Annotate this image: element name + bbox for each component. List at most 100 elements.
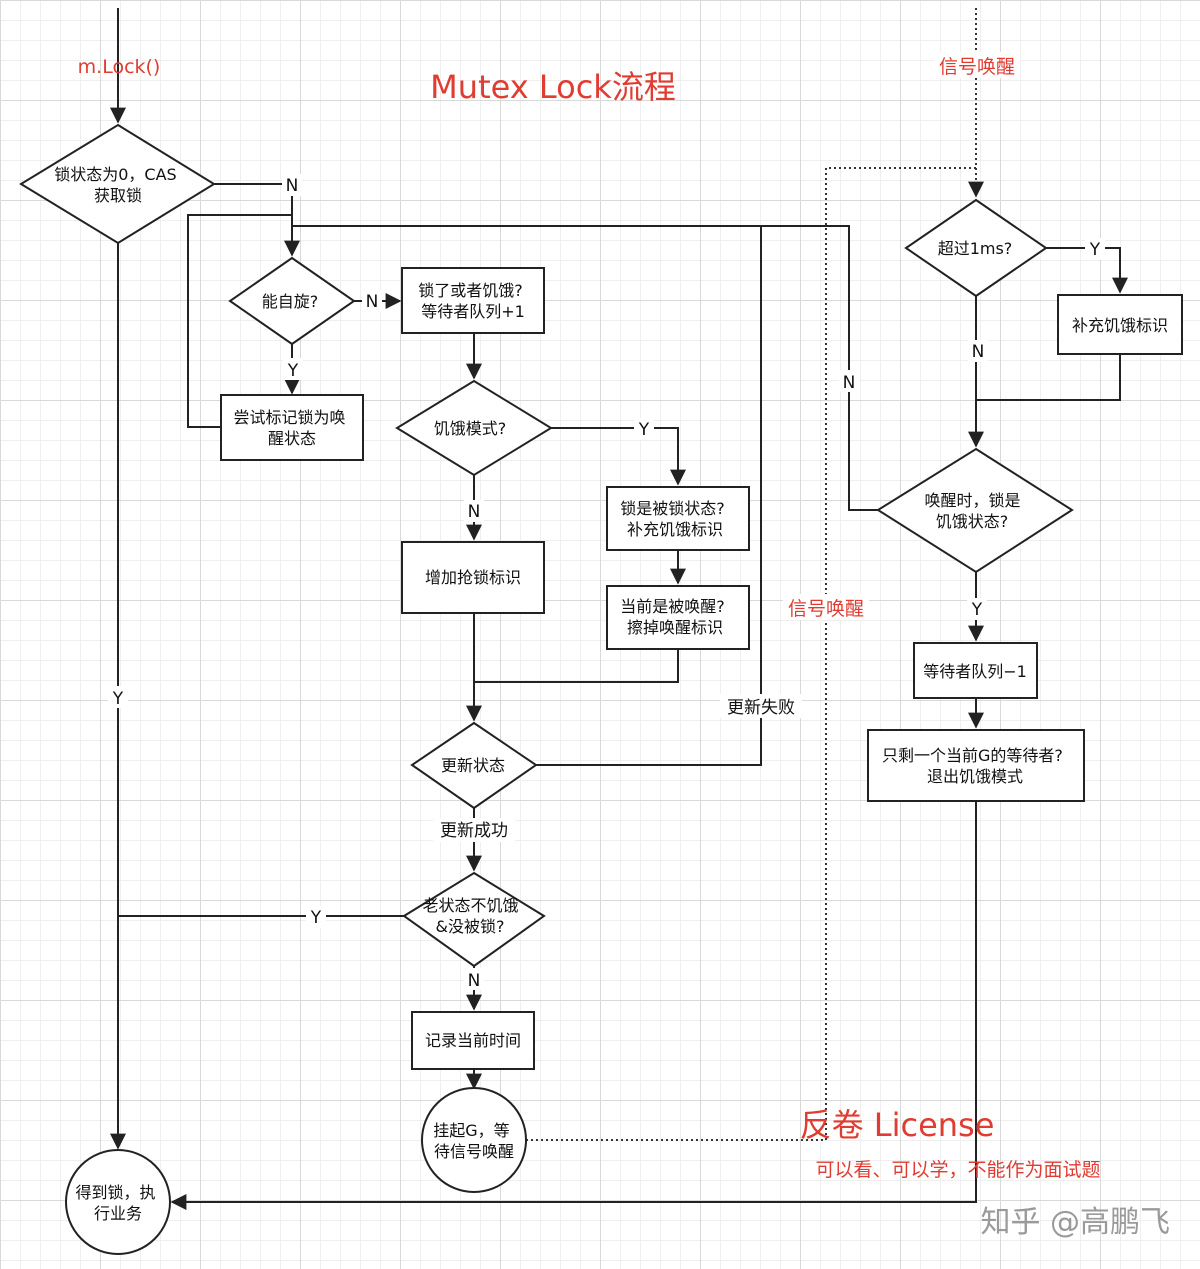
node-try-mark-line1: 尝试标记锁为唤 <box>233 408 345 427</box>
svg-text:只剩一个当前G的等待者? 退出饥饿模式: 只剩一个当前G的等待者? 退出饥饿模式 <box>882 746 1068 786</box>
svg-text:能自旋?: 能自旋? <box>262 292 319 311</box>
entry-label: m.Lock() <box>78 56 161 78</box>
label-cas-yes: Y <box>112 689 124 709</box>
node-record-time-line1: 记录当前时间 <box>425 1031 521 1050</box>
signal-top-label: 信号唤醒 <box>939 56 1015 78</box>
svg-text:锁状态为0，CAS 获取锁: 锁状态为0，CAS 获取锁 <box>54 165 182 205</box>
svg-text:更新状态: 更新状态 <box>441 756 505 775</box>
svg-text:当前是被唤醒? 擦掉唤醒标识: 当前是被唤醒? 擦掉唤醒标识 <box>620 597 730 637</box>
edges <box>110 8 1128 1210</box>
label-spin-no: N <box>366 292 379 312</box>
zhihu-watermark: 知乎 @高鹏飞 <box>980 1205 1170 1240</box>
node-park-line1: 挂起G，等 <box>433 1121 509 1140</box>
svg-text:挂起G，等 待信号唤醒: 挂起G，等 待信号唤醒 <box>433 1121 515 1161</box>
node-woken-starving: 唤醒时，锁是 饥饿状态? <box>876 447 1074 574</box>
label-cas-no: N <box>286 176 299 196</box>
svg-text:补充饥饿标识: 补充饥饿标识 <box>1072 316 1168 335</box>
node-waiters-dec: 等待者队列−1 <box>913 642 1038 699</box>
node-only-one: 只剩一个当前G的等待者? 退出饥饿模式 <box>867 729 1085 802</box>
edge-trymark-loop <box>187 214 292 428</box>
node-is-locked-line1: 锁是被锁状态? <box>620 499 725 518</box>
node-is-woken-line1: 当前是被唤醒? <box>620 597 725 616</box>
svg-text:锁是被锁状态? 补充饥饿标识: 锁是被锁状态? 补充饥饿标识 <box>620 499 730 539</box>
node-add-grab: 增加抢锁标识 <box>401 541 545 614</box>
node-add-starve-flag: 补充饥饿标识 <box>1057 294 1183 355</box>
svg-text:饥饿模式?: 饥饿模式? <box>434 419 507 438</box>
label-oldstate-yes: Y <box>310 908 322 928</box>
svg-text:记录当前时间: 记录当前时间 <box>425 1031 521 1050</box>
label-over-yes: Y <box>1089 240 1101 260</box>
edge-flag-merge <box>976 354 1121 401</box>
label-loop-no: N <box>843 373 856 393</box>
label-starve-no: N <box>468 502 481 522</box>
svg-text:增加抢锁标识: 增加抢锁标识 <box>425 568 521 587</box>
node-record-time: 记录当前时间 <box>411 1011 535 1070</box>
node-park-line2: 待信号唤醒 <box>434 1142 514 1161</box>
node-got-lock-line2: 行业务 <box>94 1204 142 1223</box>
diagram-title: Mutex Lock流程 <box>430 68 676 106</box>
edge-cas-no <box>214 183 300 257</box>
node-update-state-line1: 更新状态 <box>441 756 505 775</box>
label-starve-yes: Y <box>638 420 650 440</box>
node-waiters-dec-line1: 等待者队列−1 <box>923 662 1027 681</box>
edge-loop-top <box>292 225 878 511</box>
node-lock-or-starve: 锁了或者饥饿? 等待者队列+1 <box>401 267 545 334</box>
node-over-1ms: 超过1ms? <box>904 198 1048 298</box>
node-starve-mode-line1: 饥饿模式? <box>434 419 507 438</box>
node-is-woken: 当前是被唤醒? 擦掉唤醒标识 <box>606 585 750 650</box>
node-only-one-line2: 退出饥饿模式 <box>927 767 1023 786</box>
node-park: 挂起G，等 待信号唤醒 <box>421 1087 527 1193</box>
node-old-state: 老状态不饥饿 &没被锁? <box>402 871 546 968</box>
nodes: 锁状态为0，CAS 获取锁 能自旋? 尝试标记锁为唤 醒状态 锁了或者饥饿? 等… <box>19 123 1183 1255</box>
node-starve-mode: 饥饿模式? <box>395 379 553 477</box>
node-spin-line1: 能自旋? <box>262 292 319 311</box>
node-is-locked-line2: 补充饥饿标识 <box>627 520 723 539</box>
node-woken-starving-line2: 饥饿状态? <box>936 512 1009 531</box>
annotations: Mutex Lock流程 m.Lock() 信号唤醒 信号唤醒 反卷 Licen… <box>78 52 1170 1240</box>
signal-mid-label: 信号唤醒 <box>788 598 864 620</box>
edge-labels: N Y Y N Y N 更新失败 更新成功 Y N N Y N Y <box>108 174 1105 991</box>
license-text: 可以看、可以学，不能作为面试题 <box>815 1159 1100 1181</box>
svg-text:老状态不饥饿 &没被锁?: 老状态不饥饿 &没被锁? <box>422 896 523 936</box>
node-got-lock-line1: 得到锁，执 <box>75 1183 155 1202</box>
node-got-lock: 得到锁，执 行业务 <box>65 1149 171 1255</box>
node-try-mark: 尝试标记锁为唤 醒状态 <box>220 394 364 461</box>
node-cas: 锁状态为0，CAS 获取锁 <box>19 123 216 245</box>
node-spin: 能自旋? <box>228 256 356 346</box>
label-woken-yes: Y <box>971 600 983 620</box>
node-over-1ms-line1: 超过1ms? <box>938 239 1013 258</box>
node-cas-line2: 获取锁 <box>94 186 142 205</box>
svg-text:等待者队列−1: 等待者队列−1 <box>923 662 1027 681</box>
svg-text:尝试标记锁为唤 醒状态: 尝试标记锁为唤 醒状态 <box>233 408 350 448</box>
node-try-mark-line2: 醒状态 <box>268 429 316 448</box>
node-woken-starving-line1: 唤醒时，锁是 <box>924 491 1020 510</box>
edge-update-failed <box>536 226 762 766</box>
node-old-state-line1: 老状态不饥饿 <box>422 896 518 915</box>
label-over-no: N <box>972 342 985 362</box>
node-update-state: 更新状态 <box>410 721 538 810</box>
license-title: 反卷 License <box>800 1106 995 1144</box>
edge-over-yes <box>1046 247 1128 294</box>
node-cas-line1: 锁状态为0，CAS <box>54 165 176 184</box>
label-update-success: 更新成功 <box>440 821 508 841</box>
label-spin-yes: Y <box>287 361 299 381</box>
node-los-line1: 锁了或者饥饿? <box>418 281 523 300</box>
label-oldstate-no: N <box>468 971 481 991</box>
edge-only-gotlock <box>170 801 977 1210</box>
node-add-starve-flag-line1: 补充饥饿标识 <box>1072 316 1168 335</box>
node-los-line2: 等待者队列+1 <box>421 302 525 321</box>
node-only-one-line1: 只剩一个当前G的等待者? <box>882 746 1063 765</box>
svg-text:锁了或者饥饿? 等待者队列+1: 锁了或者饥饿? 等待者队列+1 <box>418 281 528 321</box>
svg-text:唤醒时，锁是 饥饿状态?: 唤醒时，锁是 饥饿状态? <box>924 491 1025 531</box>
edge-woken-join <box>474 649 679 683</box>
svg-text:超过1ms?: 超过1ms? <box>938 239 1013 258</box>
edge-park-signal <box>526 167 976 1141</box>
node-is-woken-line2: 擦掉唤醒标识 <box>627 618 723 637</box>
node-add-grab-line1: 增加抢锁标识 <box>425 568 521 587</box>
edge-starve-yes <box>551 427 686 486</box>
node-old-state-line2: &没被锁? <box>436 917 505 936</box>
svg-text:得到锁，执 行业务: 得到锁，执 行业务 <box>75 1183 160 1223</box>
node-is-locked: 锁是被锁状态? 补充饥饿标识 <box>606 486 750 551</box>
label-update-failed: 更新失败 <box>727 698 795 718</box>
